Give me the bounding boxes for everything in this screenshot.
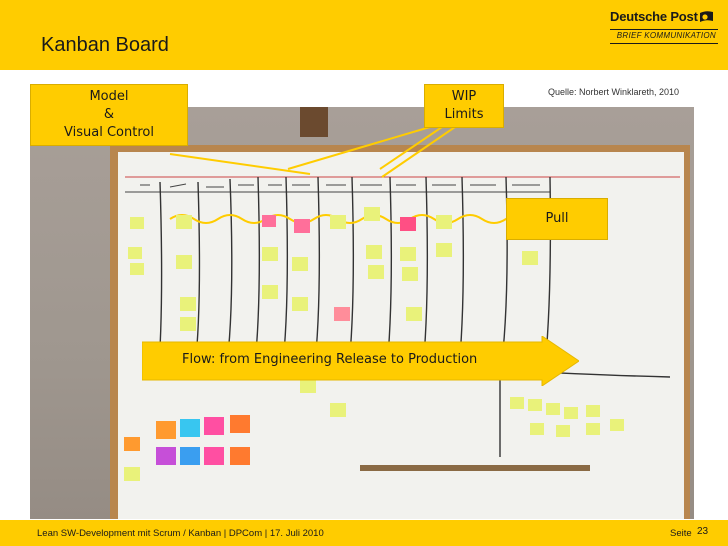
slide-footer: Lean SW-Development mit Scrum / Kanban |… <box>0 520 728 546</box>
callout-line: Visual Control <box>64 125 154 140</box>
slide-header: Kanban Board Deutsche Post BRIEF KOMMUNI… <box>0 0 728 70</box>
page-number: 23 <box>697 526 709 537</box>
source-citation: Quelle: Norbert Winklareth, 2010 <box>548 87 680 97</box>
wip-limits-callout: WIP Limits <box>424 84 504 128</box>
post-horn-icon <box>700 11 713 22</box>
slide-title: Kanban Board <box>41 34 169 56</box>
flow-arrow <box>142 336 579 386</box>
flow-label: Flow: from Engineering Release to Produc… <box>182 352 478 367</box>
pull-callout: Pull <box>506 198 608 240</box>
model-visual-control-callout: Model & Visual Control <box>30 84 188 146</box>
callout-line: Limits <box>444 107 484 122</box>
deutsche-post-logo: Deutsche Post BRIEF KOMMUNIKATION <box>610 9 718 45</box>
logo-name: Deutsche Post <box>610 9 698 24</box>
whiteboard-illustration <box>110 107 690 519</box>
callout-line: WIP <box>451 89 477 104</box>
callout-line: & <box>103 107 115 122</box>
callout-line: Model <box>89 89 129 104</box>
footer-seite-label: Seite <box>670 528 692 539</box>
logo-subline: BRIEF KOMMUNIKATION <box>610 29 718 44</box>
footer-text: Lean SW-Development mit Scrum / Kanban |… <box>37 528 324 539</box>
kanban-board-photo <box>30 107 694 519</box>
